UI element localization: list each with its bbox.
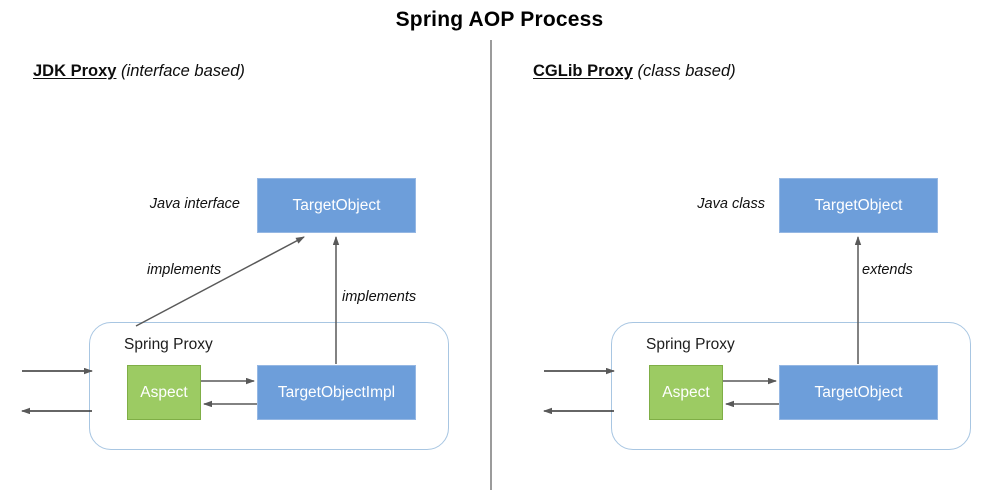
left-java-interface-label: Java interface: [149, 196, 240, 212]
left-targetobjectimpl-node[interactable]: TargetObjectImpl: [257, 365, 416, 420]
left-top-node-targetobject[interactable]: TargetObject: [257, 178, 416, 233]
left-targetobjectimpl-node-label: TargetObjectImpl: [277, 383, 396, 401]
left-aspect-node-label: Aspect: [140, 383, 188, 401]
right-targetobject-node[interactable]: TargetObject: [779, 365, 938, 420]
right-spring-proxy-title: Spring Proxy: [646, 336, 735, 353]
right-top-node-label: TargetObject: [814, 196, 903, 214]
right-aspect-node-label: Aspect: [662, 383, 710, 401]
right-panel-heading: CGLib Proxy (class based): [533, 62, 736, 81]
left-panel-heading-strong: JDK Proxy: [33, 62, 117, 80]
left-panel-heading-italic: (interface based): [121, 62, 245, 80]
left-spring-proxy-title: Spring Proxy: [124, 336, 213, 353]
right-aspect-node[interactable]: Aspect: [649, 365, 723, 420]
left-implements-vertical-label: implements: [342, 289, 417, 305]
right-targetobject-node-label: TargetObject: [814, 383, 903, 401]
right-top-node-targetobject[interactable]: TargetObject: [779, 178, 938, 233]
section-divider: [490, 40, 492, 490]
left-aspect-node[interactable]: Aspect: [127, 365, 201, 420]
left-panel-heading: JDK Proxy (interface based): [33, 62, 245, 81]
right-panel-heading-strong: CGLib Proxy: [533, 62, 633, 80]
page-title: Spring AOP Process: [395, 8, 604, 31]
left-implements-diagonal-label: implements: [147, 262, 222, 278]
left-implements-diagonal-arrow: [135, 236, 305, 327]
right-extends-label: extends: [862, 262, 913, 278]
right-java-class-label: Java class: [697, 196, 765, 212]
right-panel-heading-italic: (class based): [637, 62, 736, 80]
left-top-node-label: TargetObject: [292, 196, 381, 214]
